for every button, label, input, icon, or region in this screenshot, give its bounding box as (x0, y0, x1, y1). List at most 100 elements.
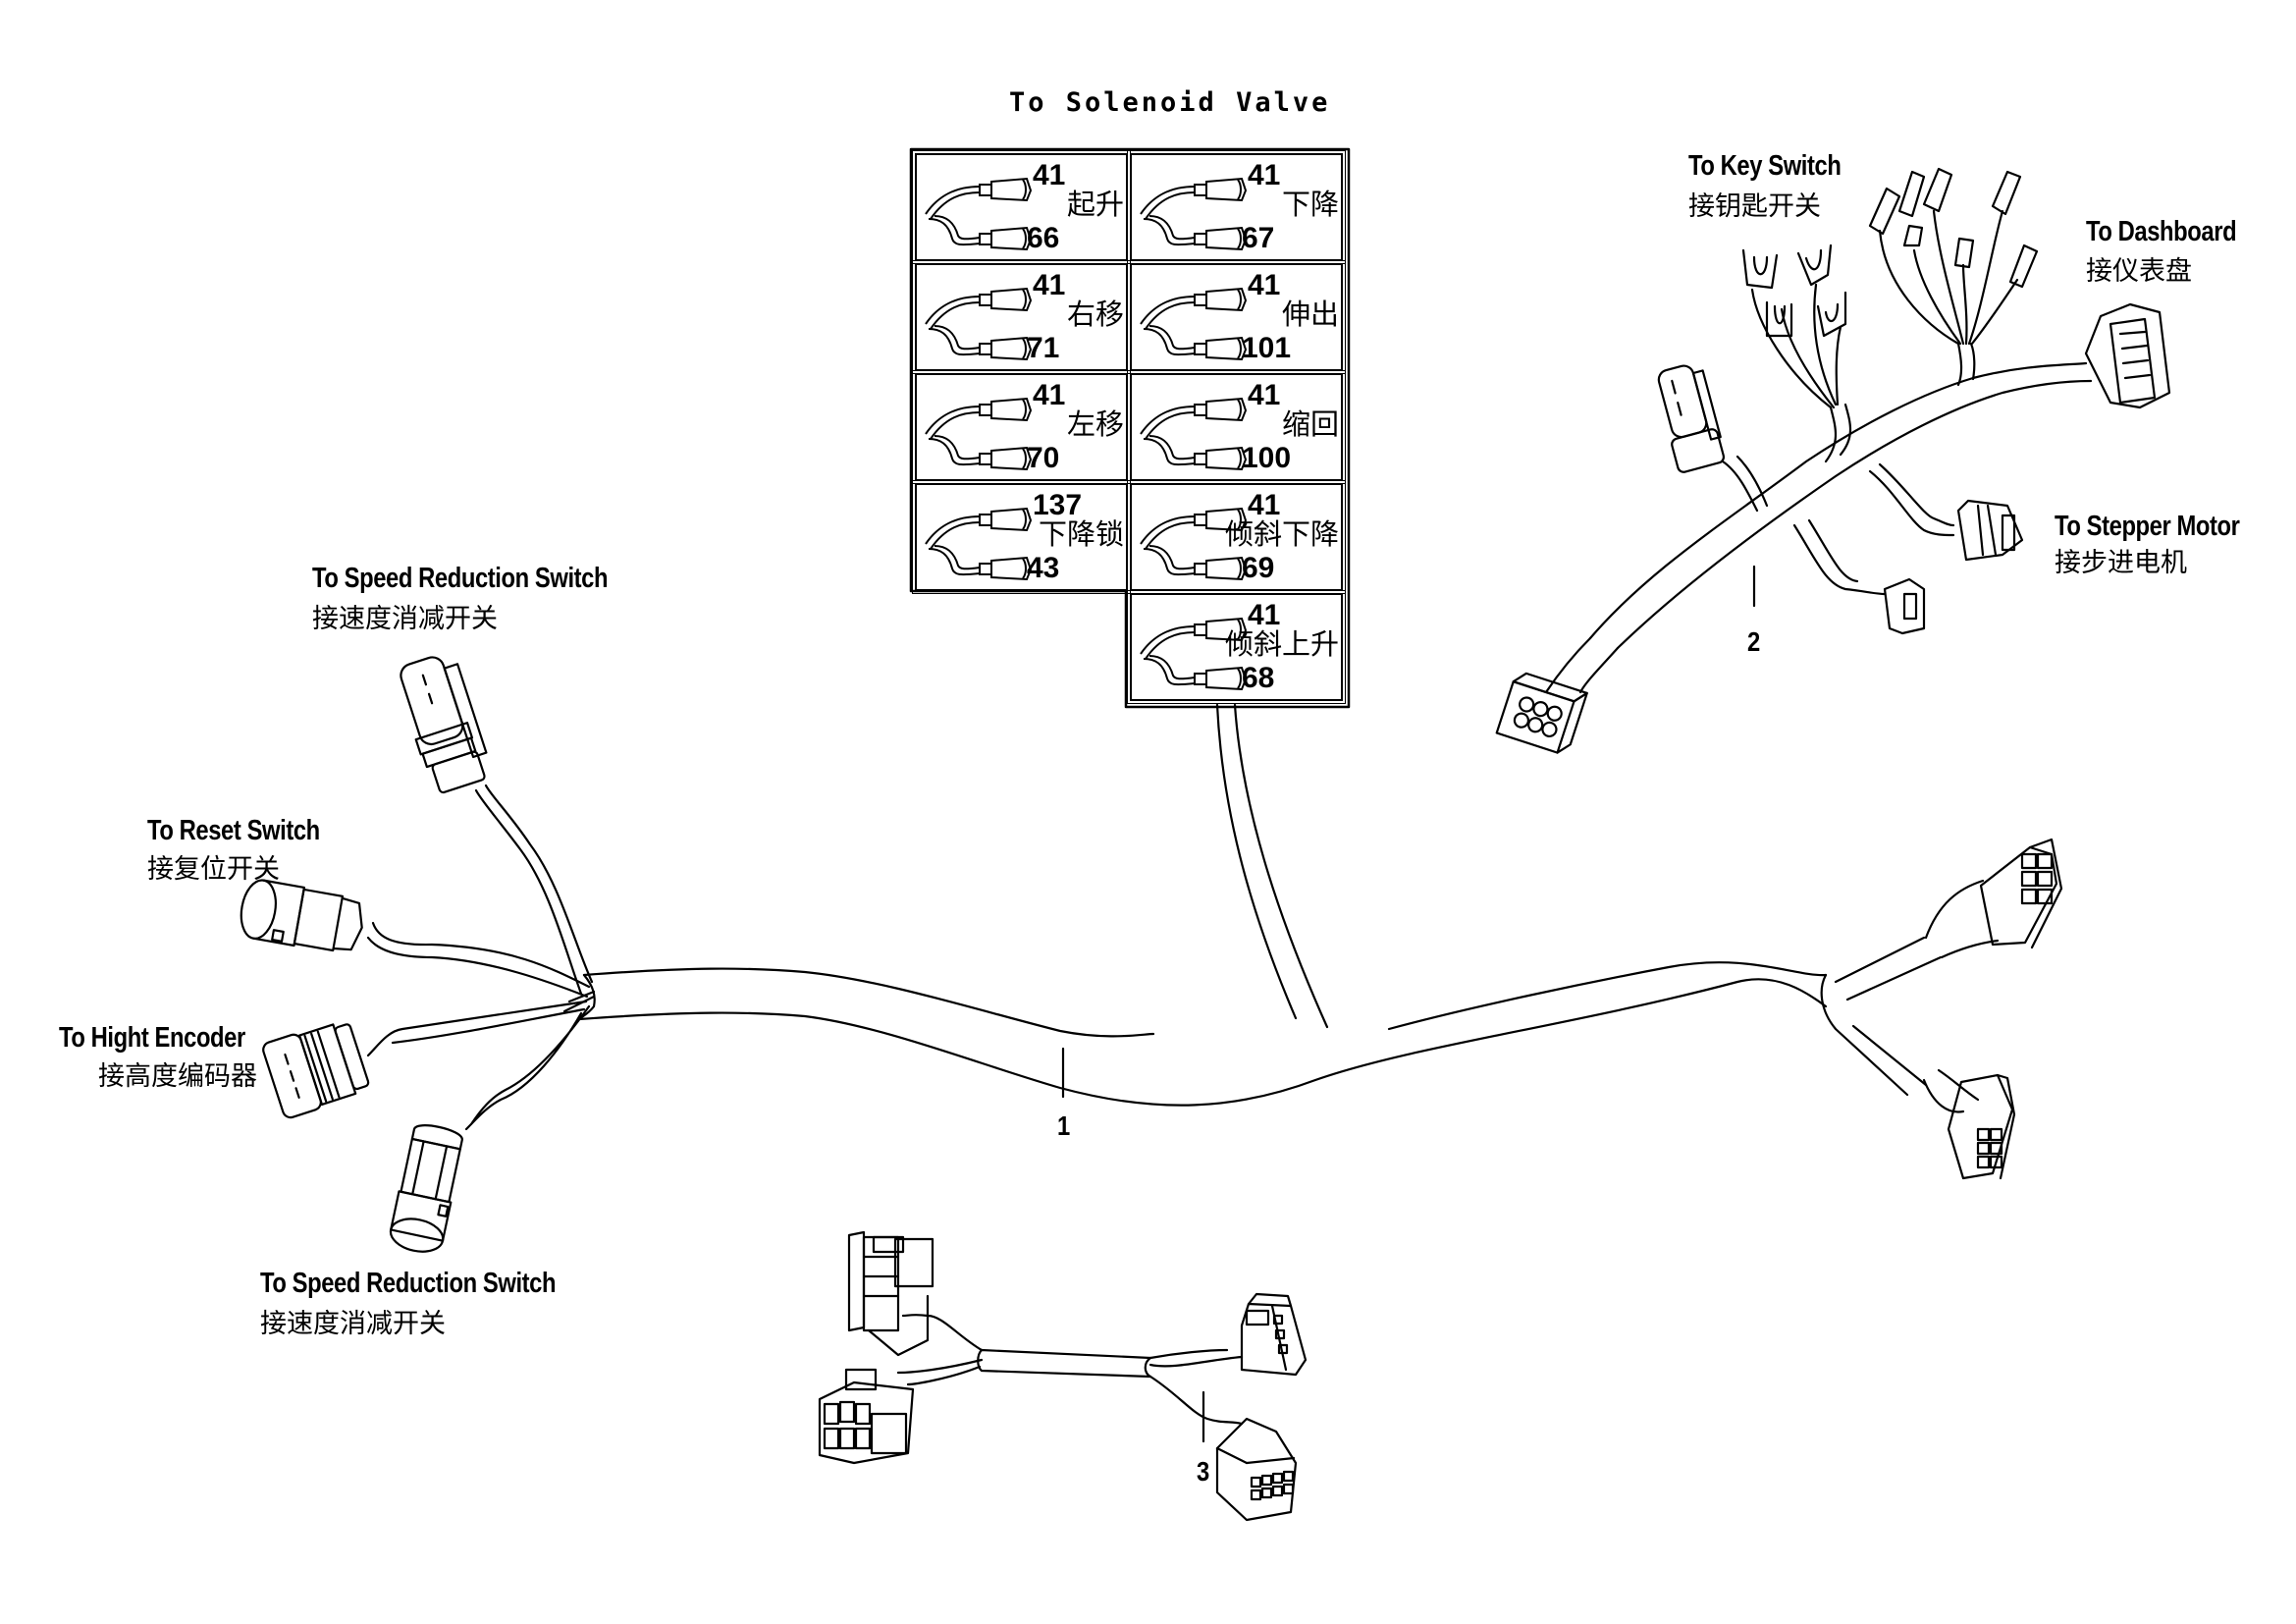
wire-number-bottom: 69 (1242, 552, 1275, 584)
wire-reset-switch (366, 921, 591, 999)
wire-number-top: 41 (1248, 599, 1281, 631)
stepper-motor-label-en: To Stepper Motor (2055, 511, 2240, 542)
solenoid-valve-table-frame (909, 147, 1351, 709)
height-encoder-label-en: To Hight Encoder (59, 1022, 245, 1054)
speed-reduction-bottom-label-zh: 接速度消减开关 (260, 1309, 446, 1339)
spade-terminal-pair-icon (1140, 177, 1248, 251)
reset-switch-connector (240, 879, 363, 952)
dashboard-label-en: To Dashboard (2086, 216, 2237, 247)
stepper-motor-connector (1956, 499, 2024, 562)
spade-terminal-pair-icon (925, 287, 1033, 361)
harness-2 (1495, 167, 2171, 754)
wire-number-top: 41 (1248, 379, 1281, 411)
valve-function-label: 倾斜上升 (1224, 627, 1339, 661)
part-number-1: 1 (1057, 1110, 1071, 1141)
harness-2-trunk-upper-edge (1588, 361, 2088, 640)
spade-terminal-pair-icon (925, 507, 1033, 581)
solenoid-valve-title: To Solenoid Valve (1009, 87, 1331, 118)
wire-number-top: 41 (1033, 379, 1066, 411)
speed-reduction-top-label-zh: 接速度消减开关 (312, 604, 498, 634)
wire-number-top: 41 (1033, 159, 1066, 191)
spade-terminal-pair-icon (925, 177, 1033, 251)
wire-height-encoder (366, 1000, 588, 1057)
small-connector (1883, 577, 1926, 635)
harness-2-trunk-lower-end (1544, 636, 1620, 694)
key-switch-spade-wires (1750, 283, 1842, 409)
wire-upper-left-plug (1721, 455, 1769, 513)
wire-stepper-motor (1868, 462, 1955, 537)
upper-left-plug (1657, 364, 1726, 473)
wire-speed-reduction-bottom (464, 1004, 591, 1131)
part-number-2: 2 (1747, 626, 1761, 657)
wire-number-top: 41 (1248, 159, 1281, 191)
valve-function-label: 缩回 (1281, 407, 1339, 441)
reset-switch-label-zh: 接复位开关 (147, 854, 280, 885)
valve-function-label: 伸出 (1281, 298, 1339, 331)
harness-2-key-switch-bundle (1824, 403, 1852, 463)
wire-number-bottom: 43 (1027, 552, 1060, 584)
harness-3 (818, 1230, 1308, 1522)
spade-terminal-pair-icon (1140, 617, 1248, 691)
valve-function-label: 倾斜下降 (1224, 517, 1339, 551)
dashboard-blade-wires (1878, 209, 2019, 346)
spade-terminal-pair-icon (1140, 287, 1248, 361)
valve-function-label: 起升 (1066, 188, 1124, 221)
dashboard-side-connector-top (1924, 838, 2063, 959)
wire-small-connector (1792, 518, 1887, 596)
harness-1-trunk-bottom-edge (577, 978, 1828, 1107)
height-encoder-connector (262, 1023, 370, 1119)
wire-number-bottom: 100 (1242, 442, 1292, 474)
harness-1-right-split (1820, 936, 1943, 1097)
speed-reduction-bottom-label-en: To Speed Reduction Switch (260, 1268, 557, 1299)
wire-number-top: 137 (1033, 489, 1083, 521)
harness-3-connector-right-top (1240, 1292, 1308, 1377)
wire-number-top: 41 (1033, 269, 1066, 301)
key-switch-label-en: To Key Switch (1688, 150, 1842, 182)
height-encoder-label-zh: 接高度编码器 (98, 1061, 257, 1092)
valve-function-label: 下降 (1281, 188, 1339, 221)
spade-terminal-pair-icon (1140, 507, 1248, 581)
wire-number-bottom: 101 (1242, 332, 1292, 364)
wire-number-top: 41 (1248, 489, 1281, 521)
harness-3-connector-left-bottom (818, 1368, 915, 1465)
harness-1-trunk-upper-right (1387, 961, 1828, 1031)
speed-reduction-top-label-en: To Speed Reduction Switch (312, 563, 609, 594)
dashboard-label-zh: 接仪表盘 (2086, 256, 2192, 287)
wire-number-bottom: 68 (1242, 662, 1275, 694)
valve-function-label: 右移 (1066, 298, 1124, 331)
spade-terminal-pair-icon (1140, 397, 1248, 471)
harness-3-trunk (977, 1348, 1152, 1379)
wire-speed-reduction-top (474, 784, 594, 996)
dashboard-side-connector-bottom (1922, 1068, 2016, 1180)
valve-function-label: 下降锁 (1038, 517, 1124, 551)
harness-3-right-wires (1148, 1348, 1244, 1426)
harness-2-wire-bundle (1956, 342, 1976, 387)
speed-reduction-switch-connector-top (400, 656, 488, 794)
wire-number-bottom: 71 (1027, 332, 1060, 364)
dashboard-connector (2084, 302, 2171, 409)
wire-number-bottom: 67 (1242, 222, 1275, 254)
key-switch-spade-terminals (1741, 244, 1847, 338)
wire-number-top: 41 (1248, 269, 1281, 301)
harness-1 (240, 656, 2063, 1253)
six-pin-connector (1495, 672, 1588, 754)
harness-3-connector-right-bottom (1215, 1417, 1298, 1522)
stepper-motor-label-zh: 接步进电机 (2055, 548, 2187, 578)
harness-1-branch-left-edge (1215, 703, 1298, 1020)
wire-number-bottom: 70 (1027, 442, 1060, 474)
part-number-3: 3 (1197, 1456, 1210, 1487)
harness-2-trunk-lower-edge (1616, 379, 2093, 650)
harness-1-trunk-top-edge (582, 967, 1155, 1038)
valve-function-label: 左移 (1066, 407, 1124, 441)
harness-3-connector-left-top (847, 1230, 934, 1357)
key-switch-label-zh: 接钥匙开关 (1688, 191, 1821, 222)
wire-number-bottom: 66 (1027, 222, 1060, 254)
